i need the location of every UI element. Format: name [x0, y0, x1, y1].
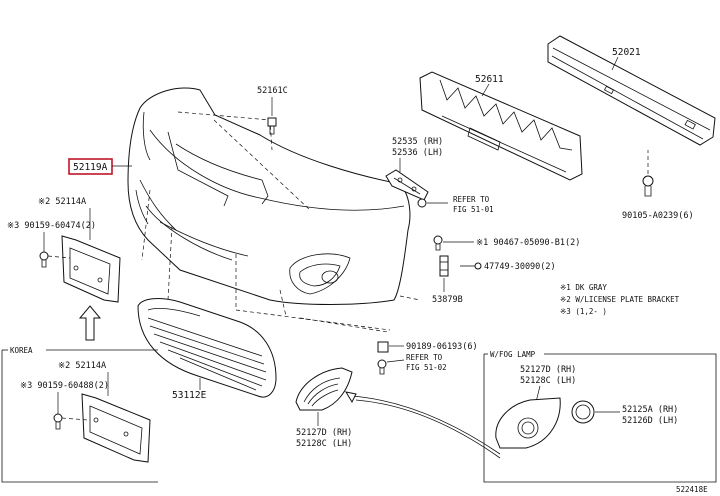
- note-1: ※1 DK GRAY: [560, 283, 607, 292]
- part-number-52114A: ※2 52114A: [38, 197, 86, 207]
- fig-51-02: FIG 51-02: [406, 363, 447, 372]
- clip-90189[interactable]: [377, 341, 389, 353]
- part-number-52127D-b: 52127D (RH): [520, 365, 576, 375]
- part-number-53879B: 53879B: [432, 295, 463, 305]
- bolt-90105[interactable]: [642, 175, 654, 197]
- fig-51-01: FIG 51-01: [453, 205, 494, 214]
- screw-bracket[interactable]: [417, 198, 427, 208]
- part-number-52125A: 52125A (RH): [622, 405, 678, 415]
- bumper-cover-52119A[interactable]: [127, 87, 411, 305]
- side-bracket-52535[interactable]: [385, 169, 429, 201]
- part-number-52021: 52021: [612, 47, 641, 58]
- energy-absorber-52611[interactable]: [419, 71, 583, 181]
- curved-arrow-icon: [344, 391, 501, 459]
- fog-cover-with-hole[interactable]: [495, 397, 561, 449]
- part-number-90189: 90189-06193(6): [406, 342, 478, 352]
- part-number-90467: ※1 90467-05090-B1(2): [476, 238, 580, 248]
- figure-id: 522418E: [676, 485, 708, 494]
- part-number-52119A: 52119A: [73, 162, 108, 173]
- korea-label: KOREA: [10, 346, 33, 355]
- refer-to-1: REFER TO: [453, 195, 490, 204]
- part-number-47749: 47749-30090(2): [484, 262, 556, 272]
- screw-90159-korea[interactable]: [53, 413, 63, 430]
- part-number-52611: 52611: [475, 74, 504, 85]
- license-plate-bracket-korea[interactable]: [81, 393, 151, 463]
- part-number-52128C-a: 52128C (LH): [296, 439, 352, 449]
- part-number-52127D-a: 52127D (RH): [296, 428, 352, 438]
- fog-cover-left[interactable]: [295, 367, 353, 411]
- screw-47749[interactable]: [460, 262, 482, 270]
- screw-90467[interactable]: [433, 235, 443, 251]
- screw-refer-51-02[interactable]: [377, 359, 387, 375]
- part-number-52161C: 52161C: [257, 86, 288, 96]
- note-2: ※2 W/LICENSE PLATE BRACKET: [560, 295, 680, 304]
- clip-53879B[interactable]: [439, 255, 449, 277]
- part-number-52114A-korea: ※2 52114A: [58, 361, 106, 371]
- bumper-reinforcement-52021[interactable]: [547, 35, 716, 146]
- part-number-52535: 52535 (RH): [392, 137, 443, 147]
- fog-lamp-frame: [483, 353, 717, 483]
- part-number-52128C-b: 52128C (LH): [520, 376, 576, 386]
- screw-90159-upper[interactable]: [39, 251, 49, 268]
- lower-grille-53112E[interactable]: [137, 298, 277, 398]
- fog-lamp-label: W/FOG LAMP: [490, 350, 536, 359]
- part-number-53112E: 53112E: [172, 390, 207, 401]
- refer-to-2: REFER TO: [406, 353, 443, 362]
- license-plate-bracket-upper[interactable]: [61, 235, 121, 303]
- part-number-90159-60488: ※3 90159-60488(2): [20, 381, 109, 391]
- part-number-90105: 90105-A0239(6): [622, 211, 694, 221]
- clip-52161C[interactable]: [267, 117, 277, 135]
- part-number-box-52119A[interactable]: [68, 158, 113, 175]
- korea-frame: [1, 350, 158, 483]
- arrow-up-icon: [78, 305, 102, 341]
- part-number-52126D: 52126D (LH): [622, 416, 678, 426]
- part-number-52536: 52536 (LH): [392, 148, 443, 158]
- note-3: ※3 (1,2- ): [560, 307, 607, 316]
- part-number-90159-60474: ※3 90159-60474(2): [7, 221, 96, 231]
- fog-lamp-ring[interactable]: [571, 400, 595, 424]
